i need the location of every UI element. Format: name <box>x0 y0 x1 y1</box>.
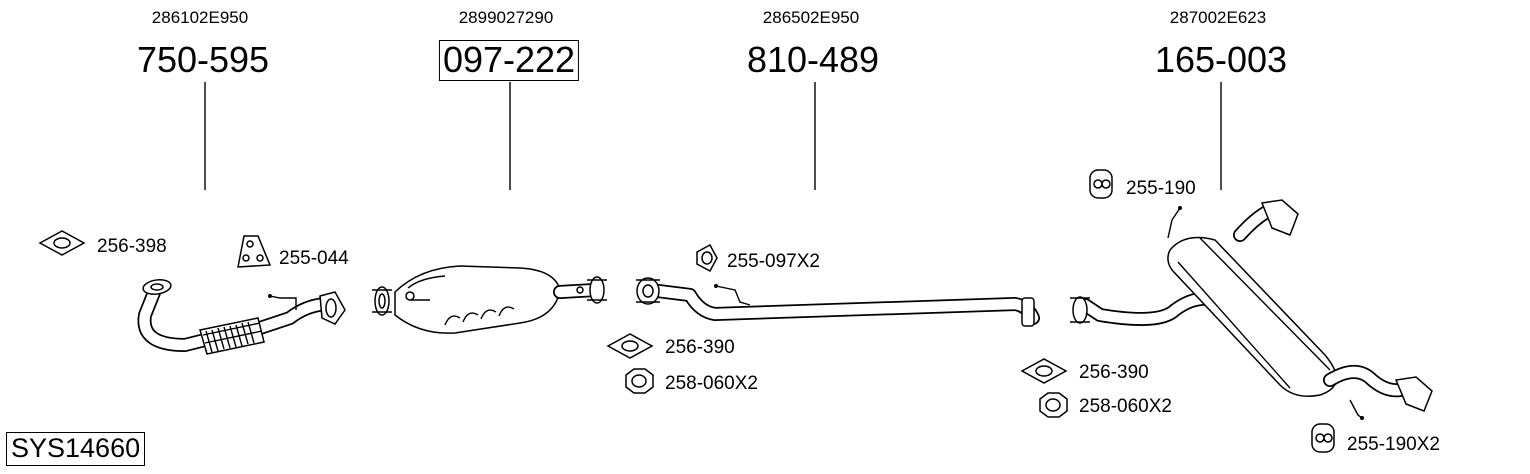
oem-number-catalyst: 2899027290 <box>458 8 554 27</box>
gasket-icon-front <box>38 230 86 256</box>
part-number-front-pipe[interactable]: 750-595 <box>136 39 270 80</box>
rear-silencer-drawing <box>1070 199 1433 420</box>
oem-number-front-pipe: 286102E950 <box>151 8 249 27</box>
gasket-icon-rear <box>1020 358 1068 384</box>
part-number-center-pipe[interactable]: 810-489 <box>746 39 880 80</box>
front-pipe-drawing <box>137 279 346 355</box>
part-number-catalyst[interactable]: 097-222 <box>438 40 580 81</box>
nut-icon-mid <box>625 368 654 394</box>
nut-icon-rear <box>1039 392 1068 418</box>
label-hanger-center[interactable]: 255-097X2 <box>727 251 820 272</box>
rubber-hanger-icon-center <box>696 243 718 273</box>
label-gasket-rear[interactable]: 256-390 <box>1079 362 1149 383</box>
center-pipe-drawing <box>636 277 1040 327</box>
label-gasket-mid[interactable]: 256-390 <box>665 337 735 358</box>
bracket-icon-front <box>237 235 272 268</box>
label-gasket-front[interactable]: 256-398 <box>97 236 167 257</box>
oem-number-center-pipe: 286502E950 <box>762 8 860 27</box>
catalyst-drawing <box>372 265 607 334</box>
rubber-hanger-icon-rear-bottom <box>1311 423 1335 453</box>
label-nut-rear[interactable]: 258-060X2 <box>1079 396 1172 417</box>
label-hanger-rear-top[interactable]: 255-190 <box>1126 178 1196 199</box>
rubber-hanger-icon-rear-top <box>1089 169 1113 199</box>
label-nut-mid[interactable]: 258-060X2 <box>665 373 758 394</box>
system-code: SYS14660 <box>6 432 146 467</box>
oem-number-rear-silencer: 287002E623 <box>1169 8 1267 27</box>
part-number-rear-silencer[interactable]: 165-003 <box>1154 39 1288 80</box>
label-hanger-rear-bottom[interactable]: 255-190X2 <box>1347 434 1440 455</box>
label-bracket-front[interactable]: 255-044 <box>279 248 349 269</box>
gasket-icon-mid <box>606 333 654 359</box>
